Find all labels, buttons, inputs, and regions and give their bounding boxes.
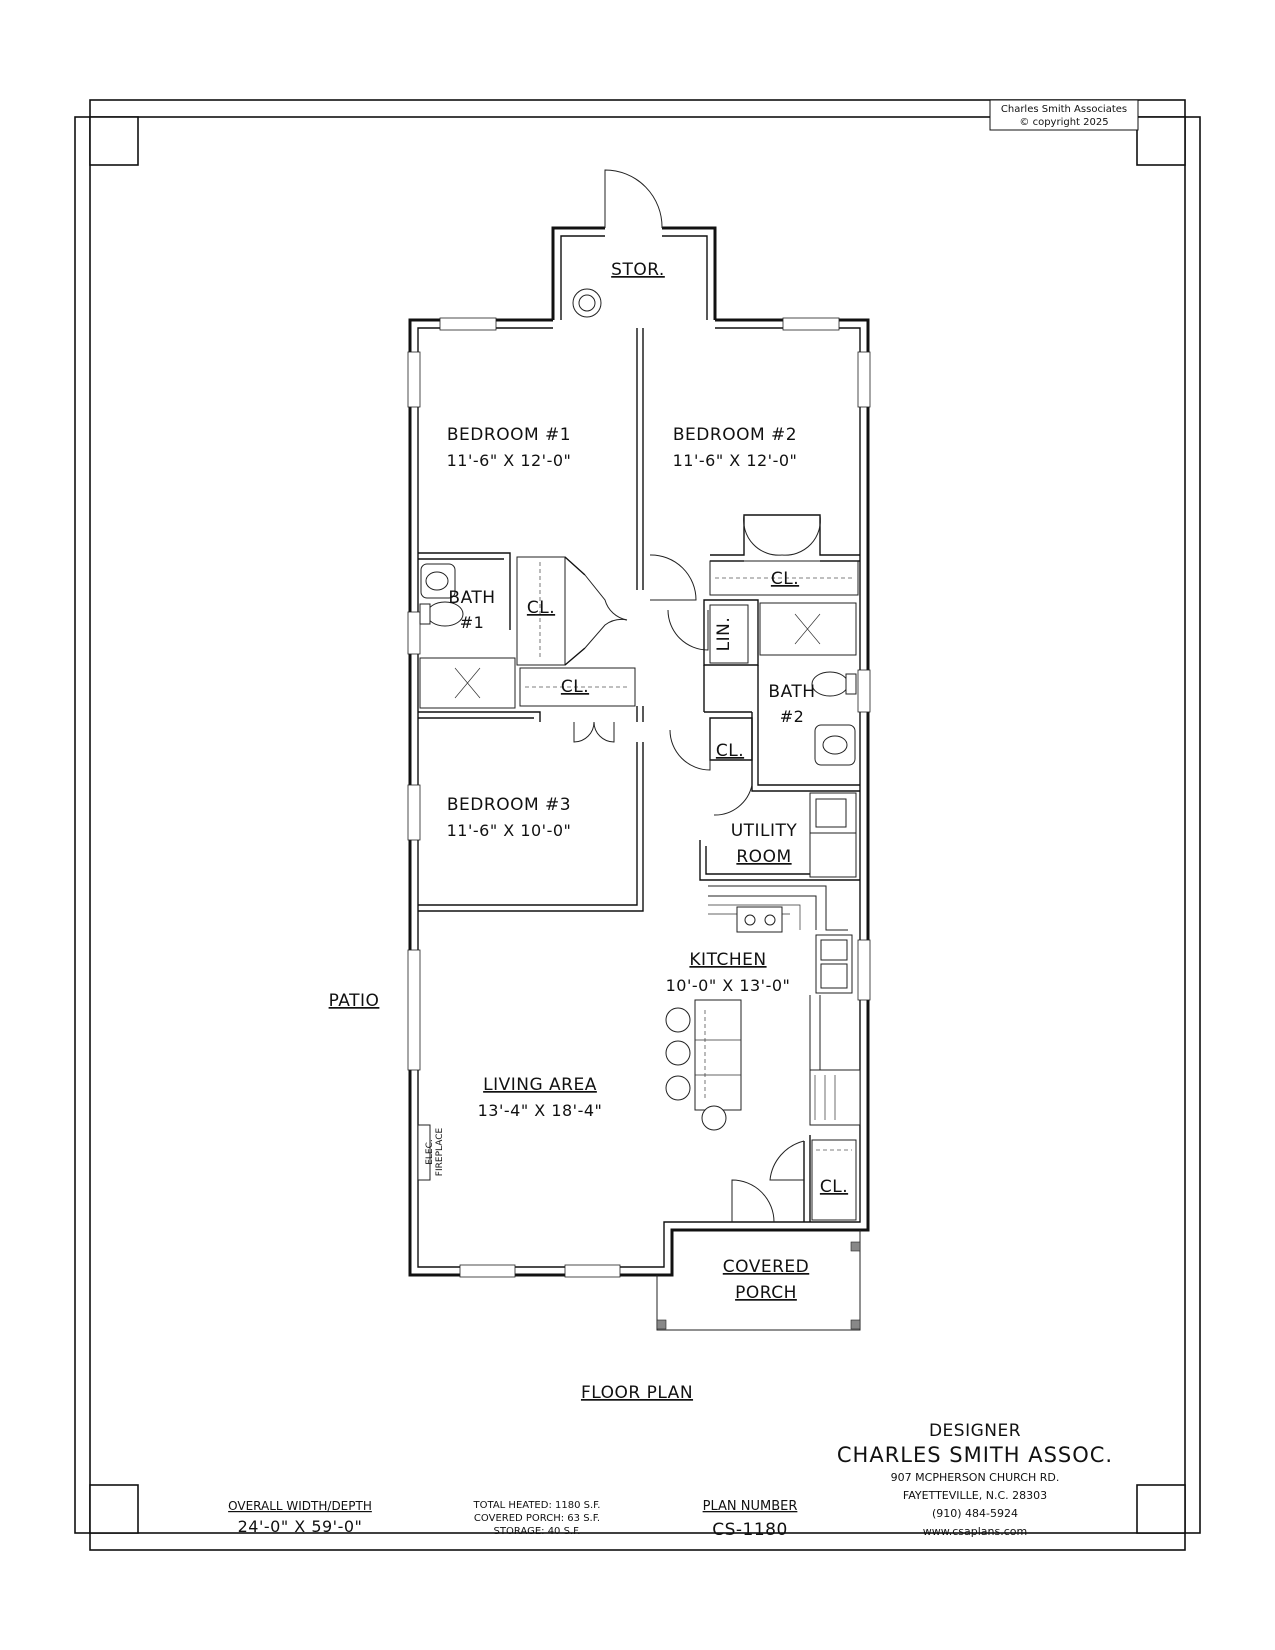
kitchen-name: KITCHEN xyxy=(689,950,766,970)
area-storage: STORAGE: 40 S.F. xyxy=(494,1526,581,1537)
fireplace-line1: ELEC. xyxy=(425,1139,435,1165)
bedroom2-size: 11'-6" X 12'-0" xyxy=(673,451,798,470)
area-total-heated: TOTAL HEATED: 1180 S.F. xyxy=(473,1500,601,1511)
designer-label: DESIGNER xyxy=(929,1421,1021,1441)
windows xyxy=(407,317,871,1278)
storage-label: STOR. xyxy=(611,260,665,280)
bath1-line2: #1 xyxy=(460,613,485,632)
utility-line1: UTILITY xyxy=(731,821,798,841)
exterior-walls xyxy=(408,318,870,1277)
closet-bath2-label: CL. xyxy=(716,741,744,761)
closet-bath1-label: CL. xyxy=(527,598,555,618)
corner-box-tr xyxy=(1136,116,1186,166)
bedroom1-size: 11'-6" X 12'-0" xyxy=(447,451,572,470)
designer-address1: 907 MCPHERSON CHURCH RD. xyxy=(891,1471,1060,1484)
bath2-line2: #2 xyxy=(780,707,805,726)
overall-value: 24'-0" X 59'-0" xyxy=(238,1517,363,1536)
corner-box-tl xyxy=(89,116,139,166)
living-name: LIVING AREA xyxy=(483,1075,597,1095)
covered-porch xyxy=(656,1230,861,1331)
storage-room: STOR. xyxy=(551,169,717,320)
linen-label: LIN. xyxy=(714,617,734,652)
overall-label: OVERALL WIDTH/DEPTH xyxy=(228,1499,372,1513)
designer-web: www.csaplans.com xyxy=(923,1525,1027,1538)
plan-title: FLOOR PLAN xyxy=(581,1383,693,1403)
area-covered-porch: COVERED PORCH: 63 S.F. xyxy=(474,1513,600,1524)
utility-line2: ROOM xyxy=(736,847,791,867)
porch-line2: PORCH xyxy=(735,1283,797,1303)
bedroom1-name: BEDROOM #1 xyxy=(447,425,571,445)
copyright-box: Charles Smith Associates © copyright 202… xyxy=(989,99,1139,131)
closet-bedroom2-label: CL. xyxy=(771,569,799,589)
closet-hall-label: CL. xyxy=(561,677,589,697)
bedroom3-name: BEDROOM #3 xyxy=(447,795,571,815)
copyright-line2: © copyright 2025 xyxy=(1019,117,1108,128)
corner-box-br xyxy=(1136,1484,1186,1534)
living-size: 13'-4" X 18'-4" xyxy=(478,1101,603,1120)
designer-name: CHARLES SMITH ASSOC. xyxy=(837,1443,1113,1467)
bedroom2-name: BEDROOM #2 xyxy=(673,425,797,445)
fireplace-line2: FIREPLACE xyxy=(435,1127,445,1176)
plan-number-value: CS-1180 xyxy=(712,1520,788,1540)
bath1-line1: BATH xyxy=(448,588,495,608)
copyright-line1: Charles Smith Associates xyxy=(1001,104,1127,115)
bath2-line1: BATH xyxy=(768,682,815,702)
kitchen-size: 10'-0" X 13'-0" xyxy=(666,976,791,995)
closet-entry-label: CL. xyxy=(820,1177,848,1197)
porch-line1: COVERED xyxy=(723,1257,809,1277)
interior-walls xyxy=(417,328,861,1223)
patio-label: PATIO xyxy=(329,991,380,1011)
bedroom3-size: 11'-6" X 10'-0" xyxy=(447,821,572,840)
designer-phone: (910) 484-5924 xyxy=(932,1507,1018,1520)
corner-box-bl xyxy=(89,1484,139,1534)
designer-address2: FAYETTEVILLE, N.C. 28303 xyxy=(903,1489,1047,1502)
sheet-border xyxy=(74,99,1201,1551)
plan-number-label: PLAN NUMBER xyxy=(703,1499,798,1514)
